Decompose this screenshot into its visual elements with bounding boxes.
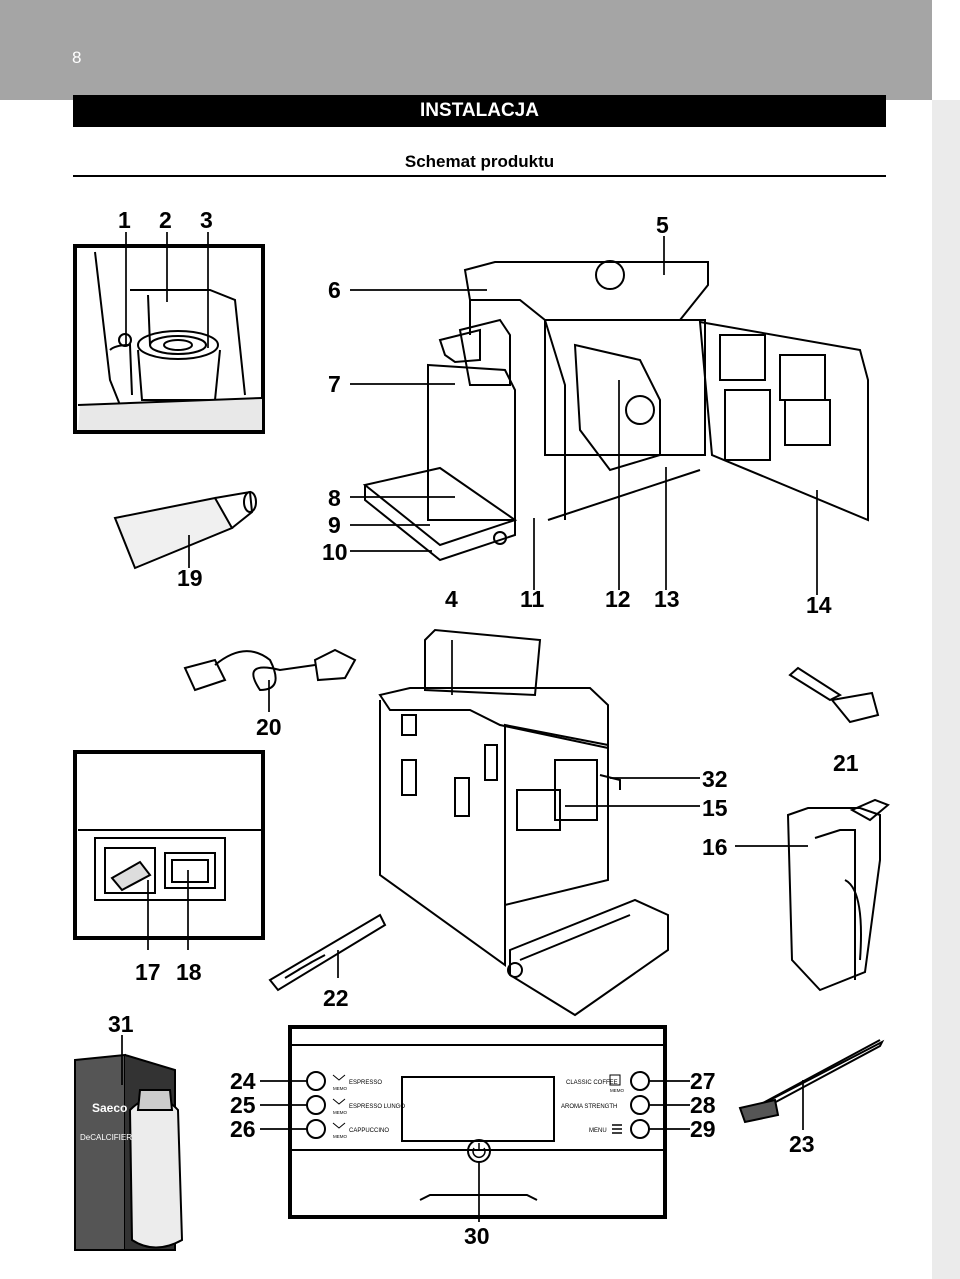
label-memo-3: MEMO (333, 1134, 347, 1139)
label-aroma-strength: AROMA STRENGTH (561, 1104, 617, 1110)
label-espresso-lungo: ESPRESSO LUNGO (349, 1104, 405, 1110)
callout-21: 21 (833, 750, 859, 776)
measuring-scoop (788, 666, 880, 724)
label-memo-4: MEMO (610, 1088, 624, 1093)
callout-24: 24 (230, 1068, 256, 1094)
page-subtitle: Schemat produktu (404, 152, 555, 171)
label-espresso: ESPRESSO (349, 1080, 382, 1086)
callout-numbers: 1 2 3 5 6 7 8 9 10 19 4 11 12 13 14 20 2… (108, 207, 859, 1249)
callout-23: 23 (789, 1131, 815, 1157)
descaler-package (74, 1053, 184, 1251)
descaler-brand: Saeco (92, 1101, 127, 1115)
callout-1: 1 (118, 207, 131, 233)
callout-4: 4 (445, 586, 458, 612)
callout-11: 11 (520, 586, 545, 612)
callout-32: 32 (702, 766, 728, 792)
callout-6: 6 (328, 277, 341, 303)
cleaning-brush (738, 1039, 885, 1124)
callout-8: 8 (328, 485, 341, 511)
section-title: INSTALACJA (73, 95, 886, 127)
descaler-product: DeCALCIFIER (80, 1133, 132, 1142)
subtitle-rule (73, 175, 886, 177)
callout-16: 16 (702, 834, 728, 860)
callout-2: 2 (159, 207, 172, 233)
callout-13: 13 (654, 586, 680, 612)
leader-lines (121, 232, 818, 1222)
callout-17: 17 (135, 959, 161, 985)
callout-18: 18 (176, 959, 202, 985)
callout-10: 10 (322, 539, 348, 565)
machine-front (378, 628, 669, 1017)
milk-carafe (786, 798, 890, 992)
control-panel-labels: ESPRESSO MEMO ESPRESSO LUNGO MEMO CAPPUC… (333, 1080, 624, 1139)
callout-22: 22 (323, 985, 349, 1011)
callout-28: 28 (690, 1092, 716, 1118)
callout-31: 31 (108, 1011, 134, 1037)
callout-15: 15 (702, 795, 728, 821)
callout-30: 30 (464, 1223, 490, 1249)
callout-5: 5 (656, 212, 669, 238)
label-classic-coffee: CLASSIC COFFEE (566, 1080, 618, 1086)
label-memo-1: MEMO (333, 1086, 347, 1091)
test-strip (268, 913, 387, 992)
callout-14: 14 (806, 592, 832, 618)
callout-25: 25 (230, 1092, 256, 1118)
control-panel (288, 1025, 667, 1219)
label-memo-2: MEMO (333, 1110, 347, 1115)
callout-19: 19 (177, 565, 203, 591)
callout-12: 12 (605, 586, 631, 612)
power-cord (183, 648, 357, 692)
machine-door-open (362, 260, 869, 562)
page-edge-band (932, 100, 960, 1279)
product-diagram: 1 2 3 5 6 7 8 9 10 19 4 11 12 13 14 20 2… (73, 207, 890, 1251)
label-cappuccino: CAPPUCCINO (349, 1128, 389, 1134)
callout-27: 27 (690, 1068, 716, 1094)
header-band (0, 0, 932, 100)
inset-water-tank (73, 244, 265, 434)
callout-26: 26 (230, 1116, 256, 1142)
callout-9: 9 (328, 512, 341, 538)
callout-29: 29 (690, 1116, 716, 1142)
descaler-branding: Saeco DeCALCIFIER (80, 1101, 132, 1142)
callout-20: 20 (256, 714, 282, 740)
grease-tube (113, 490, 257, 570)
callout-7: 7 (328, 371, 341, 397)
label-menu: MENU (589, 1128, 607, 1134)
callout-3: 3 (200, 207, 213, 233)
page-number: 8 (72, 48, 82, 67)
inset-power-switch (73, 750, 265, 940)
